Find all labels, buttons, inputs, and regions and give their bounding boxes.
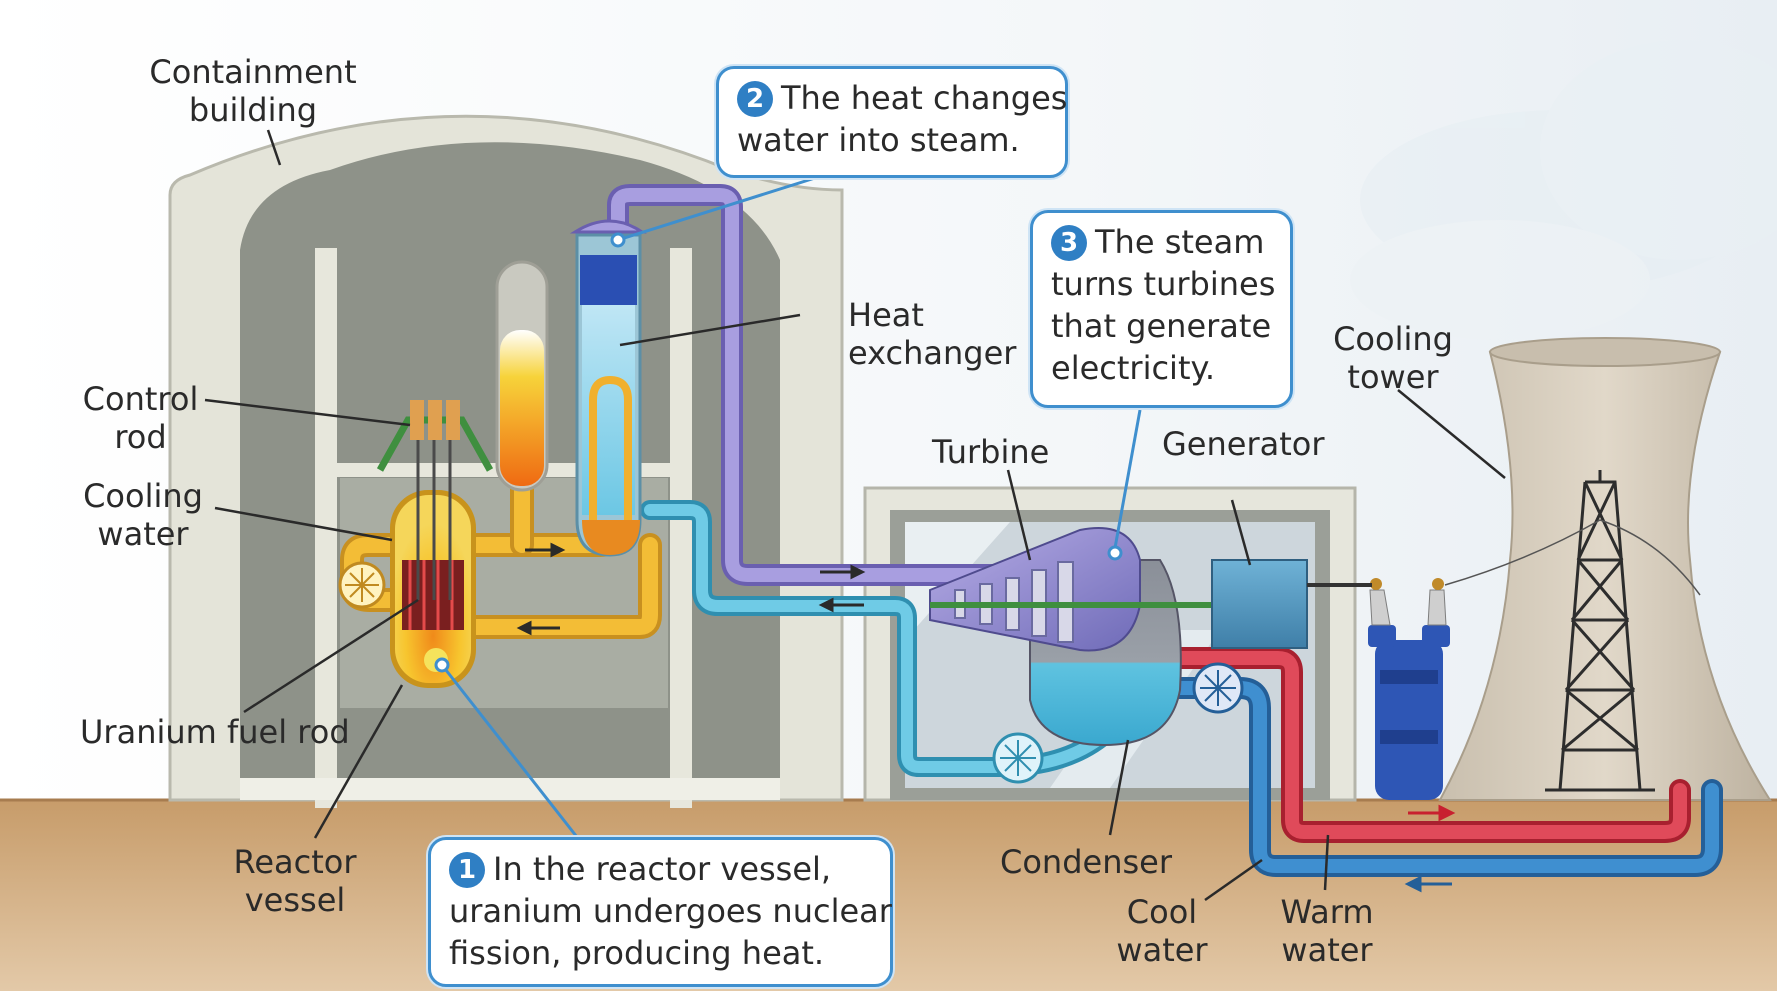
callout-line: In the reactor vessel, <box>493 850 832 888</box>
label-line: tower <box>1347 358 1439 396</box>
label-cooling-tower: Cooling tower <box>1323 320 1463 396</box>
transformer <box>1368 578 1450 800</box>
transmission-tower <box>1545 470 1655 792</box>
callout-line: water into steam. <box>737 121 1020 159</box>
label-line: water <box>97 515 189 553</box>
feedwater-pump <box>992 732 1044 784</box>
label-uranium-fuel-rod: Uranium fuel rod <box>80 713 350 751</box>
label-warm-water: Warm water <box>1272 893 1382 969</box>
label-line: water <box>1116 931 1208 969</box>
label-line: Heat <box>848 296 924 334</box>
generator <box>1211 559 1372 649</box>
label-line: Cooling <box>83 477 203 515</box>
callout-line: fission, producing heat. <box>449 934 825 972</box>
label-heat-exchanger: Heat exchanger <box>848 296 1016 372</box>
label-cooling-water: Cooling water <box>78 477 208 553</box>
control-rod-drive <box>376 400 494 472</box>
callout-line: that generate <box>1051 307 1272 345</box>
label-line: Reactor <box>233 843 357 881</box>
primary-pump <box>338 561 386 609</box>
turbine <box>929 527 1215 652</box>
steam-cloud <box>1350 40 1777 340</box>
label-containment-building: Containment building <box>148 53 358 129</box>
label-line: Control <box>82 380 199 418</box>
steam-pipe <box>607 184 1011 586</box>
step-number-badge: 1 <box>449 852 485 888</box>
step-number-badge: 3 <box>1051 225 1087 261</box>
label-line: rod <box>114 418 167 456</box>
label-line: exchanger <box>848 334 1017 372</box>
label-line: Warm <box>1280 893 1374 931</box>
label-line: Containment <box>149 53 357 91</box>
label-cool-water: Cool water <box>1112 893 1212 969</box>
leader-lines <box>204 129 1506 902</box>
callout-line: The steam <box>1095 223 1265 261</box>
cooling-tower <box>1438 337 1772 801</box>
callout-line: uranium undergoes nuclear <box>449 892 892 930</box>
label-turbine: Turbine <box>932 433 1050 471</box>
label-line: water <box>1281 931 1373 969</box>
label-line: Cool <box>1126 893 1198 931</box>
label-line: Cooling <box>1333 320 1453 358</box>
label-line: vessel <box>244 881 346 919</box>
callout-line: turns turbines <box>1051 265 1276 303</box>
flow-arrows <box>516 542 1456 893</box>
cooling-water-pump <box>1192 662 1244 714</box>
reactor-vessel <box>390 430 476 688</box>
callout-pointers <box>440 176 1142 861</box>
label-reactor-vessel: Reactor vessel <box>225 843 365 919</box>
callout-line: electricity. <box>1051 349 1216 387</box>
label-condenser: Condenser <box>1000 843 1172 881</box>
step-number-badge: 2 <box>737 81 773 117</box>
callout-line: The heat changes <box>781 79 1068 117</box>
heat-exchanger <box>569 219 647 557</box>
label-line: building <box>188 91 318 129</box>
label-generator: Generator <box>1162 425 1325 463</box>
label-control-rod: Control rod <box>78 380 203 456</box>
pressurizer <box>495 260 549 492</box>
